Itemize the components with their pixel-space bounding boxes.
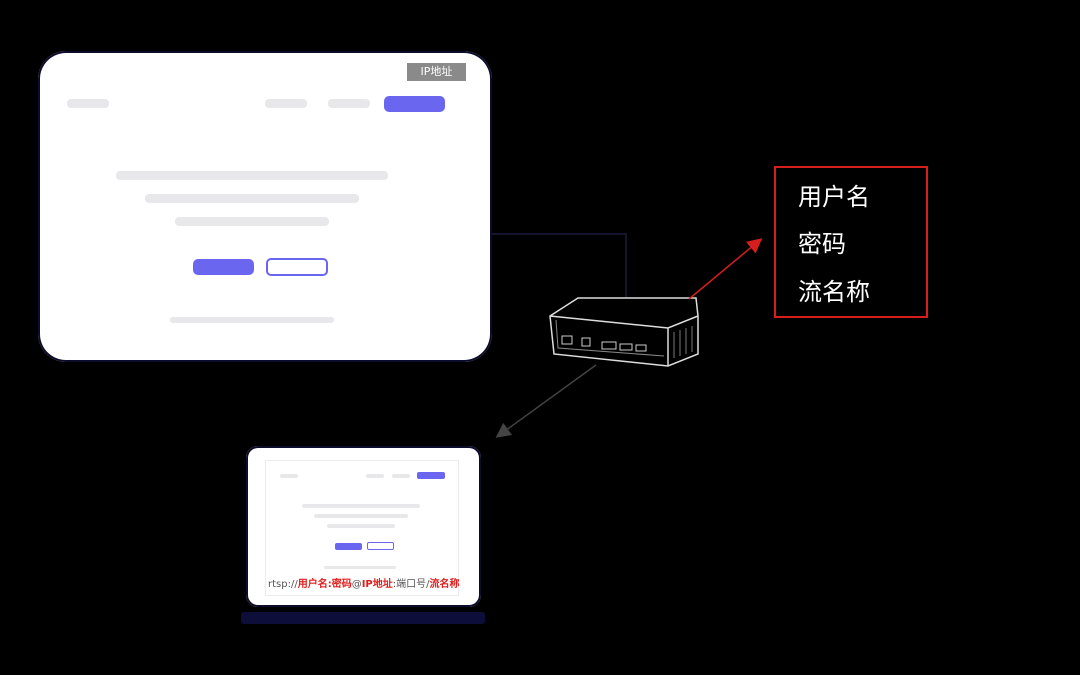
hero-text-line: [116, 171, 388, 180]
info-item-password: 密码: [798, 230, 846, 258]
laptop-page-mockup: [265, 460, 459, 596]
secondary-button-placeholder: [367, 542, 394, 550]
rtsp-url: rtsp://用户名:密码@IP地址:端口号/流名称: [268, 578, 468, 592]
rtsp-colon: :: [392, 579, 397, 590]
info-item-username: 用户名: [798, 183, 870, 211]
hero-text-line: [327, 524, 395, 528]
nav-link-placeholder: [328, 99, 370, 108]
rtsp-at: @: [351, 579, 362, 590]
rtsp-ip: IP地址: [361, 579, 393, 590]
hero-text-line: [302, 504, 420, 508]
footer-line: [324, 566, 396, 569]
hero-text-line: [145, 194, 359, 203]
info-item-stream-name: 流名称: [798, 278, 870, 306]
primary-button-placeholder: [335, 543, 362, 550]
arrow-to-credentials: [688, 238, 763, 300]
rtsp-slash: /: [426, 579, 430, 590]
ip-address-tag: IP地址: [407, 63, 466, 81]
nav-logo-placeholder: [67, 99, 109, 108]
nav-cta-placeholder: [384, 96, 445, 112]
nav-logo-placeholder: [280, 474, 298, 478]
secondary-button-placeholder: [266, 258, 328, 276]
rtsp-stream: 流名称: [429, 579, 460, 590]
primary-button-placeholder: [193, 259, 254, 275]
nav-link-placeholder: [392, 474, 410, 478]
hero-text-line: [314, 514, 408, 518]
nav-link-placeholder: [366, 474, 384, 478]
browser-window-mockup: [38, 51, 492, 362]
footer-line: [170, 317, 334, 323]
laptop-base: [241, 612, 485, 624]
hero-text-line: [175, 217, 329, 226]
rtsp-port: 端口号: [396, 579, 427, 590]
nav-cta-placeholder: [417, 472, 445, 479]
arrow-to-laptop: [495, 364, 597, 438]
rtsp-prefix: rtsp://: [268, 579, 298, 590]
credentials-box: 用户名 密码 流名称: [774, 166, 928, 318]
device-icon: [549, 297, 699, 367]
nav-link-placeholder: [265, 99, 307, 108]
rtsp-user-pass: 用户名:密码: [297, 579, 352, 590]
network-cable: [492, 233, 627, 305]
